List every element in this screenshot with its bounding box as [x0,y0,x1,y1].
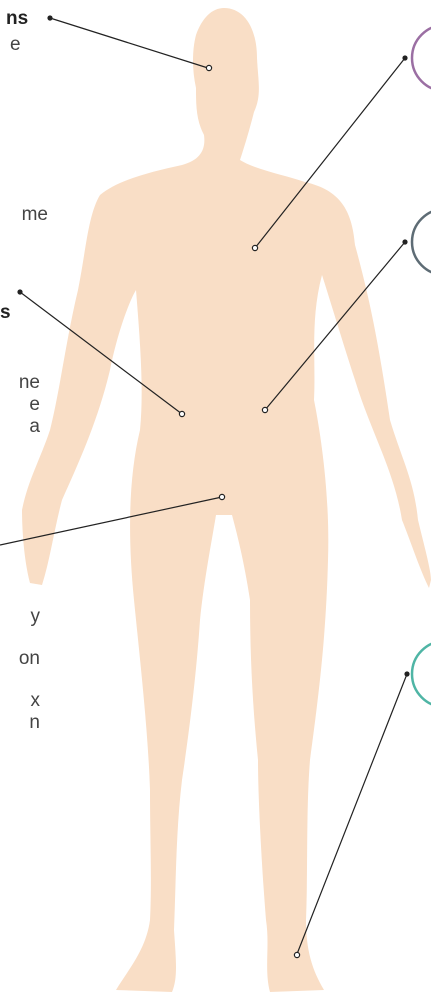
dot-chest-outer [402,55,407,60]
dot-head [206,65,211,70]
dot-chest [252,245,257,250]
lower-text-line-4: n [0,712,40,734]
dot-head-outer [47,15,52,20]
dot-foot-outer [404,671,409,676]
leader-line-head [50,18,208,68]
category-circle-bottom [412,641,431,707]
second-heading-fragment: s [0,302,14,324]
second-text-line-3: a [0,416,40,438]
category-circle-middle [412,209,431,275]
second-text-line-2: e [0,394,40,416]
dot-abdomen-right-outer [402,239,407,244]
category-circle-top [412,25,431,91]
lower-text-line-2: on [0,648,40,670]
dot-foot [294,952,299,957]
lower-text-line-3: x [0,690,40,712]
second-text-line-1: ne [0,372,40,394]
top-text-fragment: e [10,34,46,56]
dot-abdomen-right [262,407,267,412]
dot-abdomen-left-outer [17,289,22,294]
dot-pelvis [219,494,224,499]
dot-abdomen-left [179,411,184,416]
mid-text-fragment: me [0,204,48,226]
lower-text-line-1: y [0,606,40,628]
body-silhouette [22,8,431,992]
top-heading-fragment: ns [6,8,44,30]
